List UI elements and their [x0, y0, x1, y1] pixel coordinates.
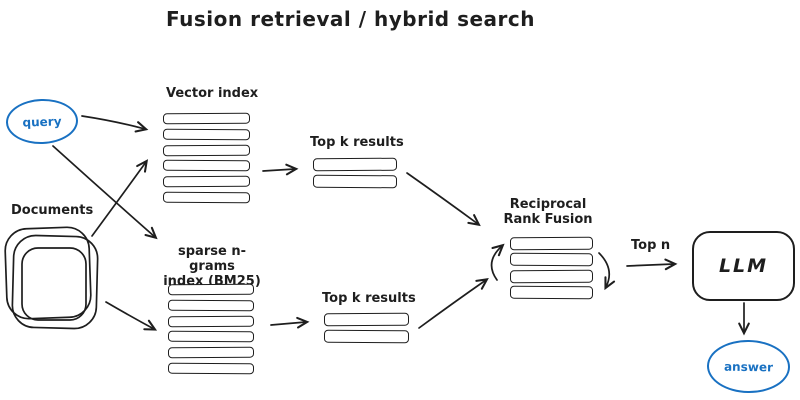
index-row: [167, 315, 255, 327]
index-row: [167, 331, 255, 343]
rrf-label-line2: Rank Fusion: [503, 212, 593, 227]
diagram-title: Fusion retrieval / hybrid search: [166, 7, 536, 31]
sparse-index-stack: [167, 283, 255, 375]
answer-node: answer: [706, 339, 791, 394]
index-row: [162, 112, 251, 125]
top-k-sparse-label: Top k results: [322, 291, 416, 306]
index-row: [162, 144, 251, 156]
index-row: [312, 174, 398, 189]
index-row: [312, 157, 398, 172]
index-row: [162, 128, 251, 141]
index-row: [162, 160, 251, 172]
arrow-sparse-index-to-top-k: [270, 316, 310, 329]
index-row: [167, 299, 255, 312]
sparse-index-label-line1: sparse n-grams: [178, 244, 246, 274]
index-row: [167, 346, 255, 359]
documents-icon: [4, 226, 99, 330]
vector-index-label: Vector index: [166, 86, 259, 101]
top-n-label: Top n: [631, 238, 671, 253]
index-row: [323, 329, 410, 344]
index-row: [323, 312, 410, 327]
top-k-vector-stack: [312, 157, 398, 189]
rrf-label: Reciprocal Rank Fusion: [498, 197, 598, 227]
query-label: query: [22, 113, 62, 130]
top-k-vector-label: Top k results: [310, 135, 404, 150]
documents-label: Documents: [11, 203, 94, 218]
rrf-label-line1: Reciprocal: [509, 197, 587, 212]
index-row: [509, 269, 594, 283]
arrow-documents-to-sparse-index: [105, 301, 158, 331]
answer-label: answer: [723, 359, 774, 374]
index-row: [162, 191, 251, 204]
arrow-top-k-sparse-to-rrf: [418, 278, 489, 329]
arrow-vector-index-to-top-k: [262, 163, 299, 176]
top-k-sparse-stack: [323, 312, 410, 344]
arrow-top-k-vector-to-rrf: [406, 172, 481, 227]
arrow-documents-to-vector-index: [91, 159, 149, 237]
index-row: [162, 175, 251, 188]
vector-index-stack: [162, 112, 251, 204]
arrow-rrf-to-llm: [626, 258, 678, 271]
arrow-rrf-cycle-left: [490, 243, 505, 281]
llm-node: LLM: [692, 231, 795, 301]
index-row: [509, 285, 594, 299]
query-node: query: [5, 97, 79, 146]
arrow-query-to-vector-index: [81, 115, 149, 133]
sparse-index-label: sparse n-grams index (BM25): [158, 244, 266, 289]
index-row: [167, 283, 255, 296]
llm-label: LLM: [718, 255, 769, 277]
index-row: [509, 253, 594, 267]
arrow-query-to-sparse-index: [52, 145, 158, 240]
index-row: [167, 362, 255, 375]
arrow-rrf-cycle-right: [598, 252, 616, 291]
index-row: [509, 236, 594, 250]
rrf-stack: [509, 236, 594, 299]
